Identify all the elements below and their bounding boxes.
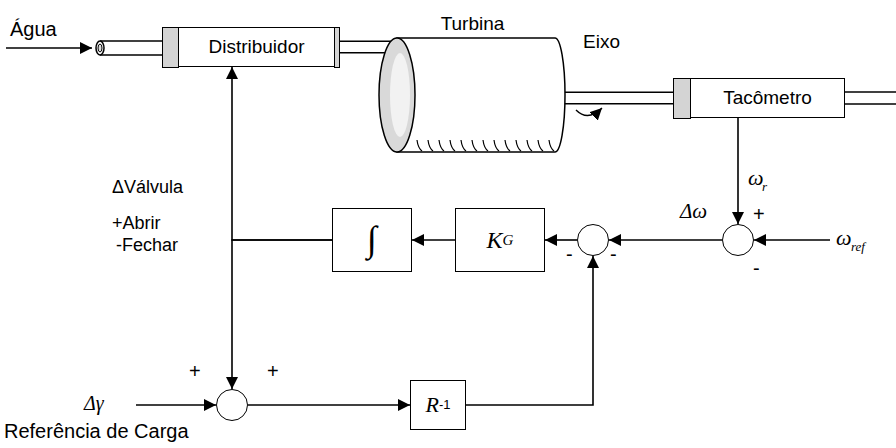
turbine-drawing	[375, 14, 570, 154]
sign: -	[753, 257, 760, 279]
summing-junction: --	[577, 224, 609, 256]
signal-line	[545, 239, 577, 241]
signal-line	[232, 67, 332, 240]
sign: -	[566, 243, 573, 265]
summing-junction: +-	[722, 224, 754, 256]
signal-label: Δγ	[84, 392, 104, 414]
block-label: R	[425, 393, 438, 417]
block-label: K	[487, 227, 503, 253]
end-cap	[162, 27, 179, 68]
signal-line	[466, 256, 593, 405]
water-arrow	[6, 47, 92, 49]
signal-line	[737, 118, 739, 224]
signal-label: +Abrir	[112, 214, 161, 234]
edge-label: Eixo	[583, 32, 620, 53]
signal-label: ΔVálvula	[112, 178, 183, 198]
signal-label: Água	[10, 18, 57, 40]
sign: -	[610, 243, 617, 265]
shaft	[558, 92, 690, 105]
signal-label: ω	[748, 166, 764, 190]
end-cap	[334, 27, 340, 68]
sign: +	[189, 360, 201, 382]
block-box: ∫	[332, 208, 412, 272]
sign: +	[753, 203, 765, 225]
block-label: ∫	[367, 220, 377, 260]
signal-label: -Fechar	[116, 236, 178, 256]
summing-junction: ++	[216, 389, 248, 421]
shaft-fill	[558, 93, 690, 103]
signal-line	[412, 239, 455, 241]
block-label: -1	[439, 398, 451, 412]
block-box: Tacômetro	[690, 78, 845, 118]
block-label: Tacômetro	[723, 88, 812, 109]
signal-label: ref	[851, 240, 865, 254]
block-label: G	[503, 232, 514, 249]
turbine-title: Turbina	[375, 14, 570, 35]
load-reference-arrow	[136, 404, 216, 406]
intake-pipe	[96, 41, 162, 55]
edge-label: Δω	[680, 200, 707, 223]
block-label: Distribuidor	[208, 37, 304, 58]
signal-label: ω	[836, 226, 852, 250]
end-cap	[673, 78, 691, 119]
block-box: KG	[455, 208, 545, 272]
signal-label: Referência de Carga	[4, 420, 189, 442]
block-box: R-1	[410, 380, 466, 430]
signal-line	[248, 404, 410, 406]
signal-label: r	[762, 180, 767, 194]
signal-line	[609, 239, 722, 241]
signal-line	[232, 240, 332, 389]
sign: +	[267, 360, 279, 382]
turbine: Turbina	[375, 14, 570, 154]
reference-arrow	[754, 239, 830, 241]
rotation-arrow	[576, 108, 602, 116]
block-box: Distribuidor	[178, 27, 335, 67]
shaft-end	[845, 92, 896, 104]
